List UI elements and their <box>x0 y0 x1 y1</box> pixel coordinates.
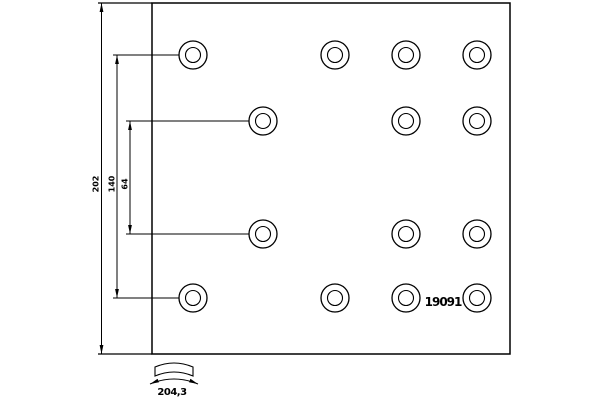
rivet-hole-inner <box>184 289 202 307</box>
arc-width-label: 204,3 <box>157 387 187 398</box>
rivet-hole-inner <box>468 46 486 64</box>
rivet-hole-inner <box>397 225 415 243</box>
rivet-hole-inner <box>468 225 486 243</box>
dim-label-inner-hole-span: 64 <box>121 178 130 190</box>
rivet-hole-inner <box>397 289 415 307</box>
arc-width-arrow <box>149 378 199 385</box>
arc-section-symbol <box>154 362 194 377</box>
brake-lining-outline <box>151 2 511 355</box>
rivet-hole-inner <box>468 112 486 130</box>
dim-label-total-height: 202 <box>92 176 101 193</box>
part-number-label: 19091 <box>425 295 462 309</box>
rivet-hole-inner <box>184 46 202 64</box>
drawing-geometry <box>98 2 511 385</box>
rivet-hole-inner <box>397 112 415 130</box>
rivet-hole-inner <box>254 225 272 243</box>
rivet-hole-inner <box>254 112 272 130</box>
rivet-hole-inner <box>326 289 344 307</box>
rivet-hole-inner <box>468 289 486 307</box>
rivet-hole-inner <box>326 46 344 64</box>
dim-label-outer-hole-span: 140 <box>108 175 117 192</box>
rivet-hole-inner <box>397 46 415 64</box>
